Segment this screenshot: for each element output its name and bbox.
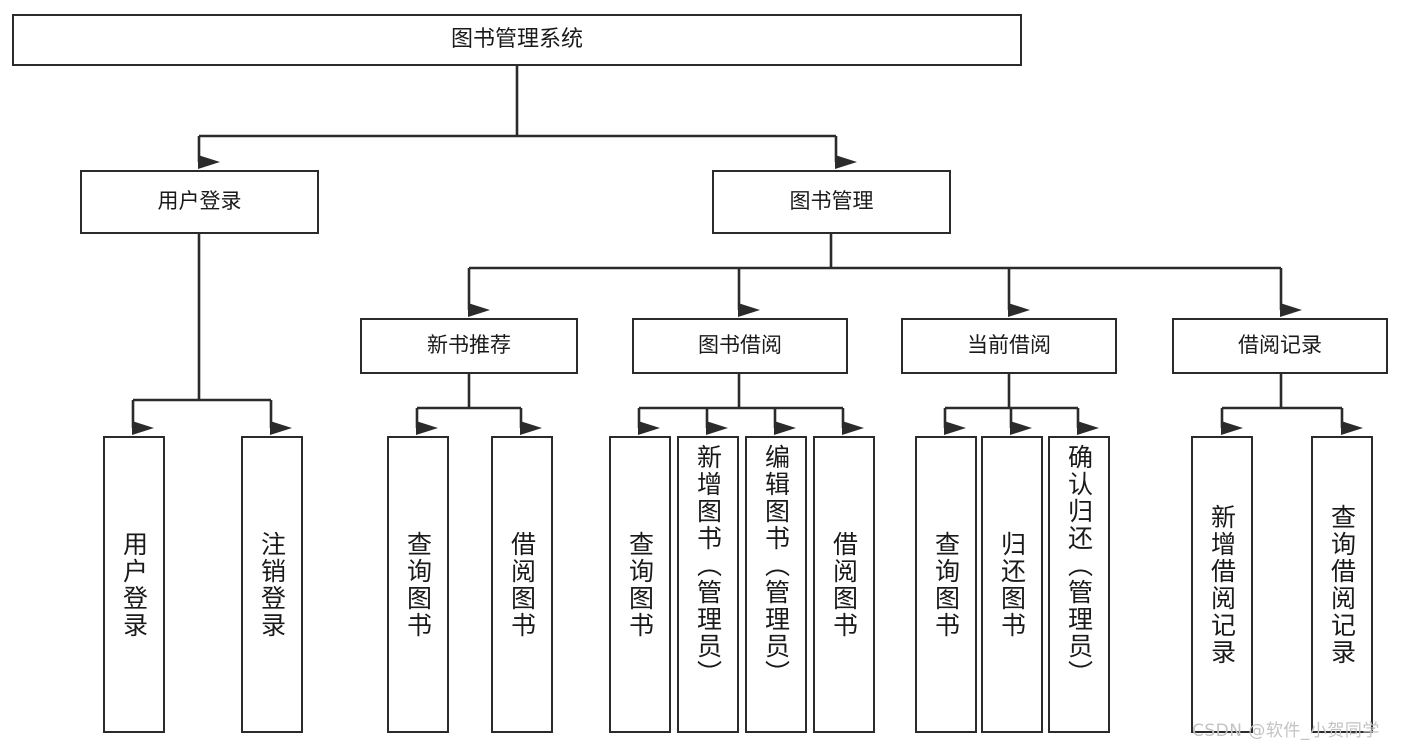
node-label: 新增图书（管理员） [693,444,723,687]
node-label: 查询图书 [625,530,655,639]
leaf-user-login-login[interactable]: 用户登录 [103,436,165,733]
node-label: 图书管理系统 [450,26,583,52]
node-label: 图书管理 [789,189,874,214]
leaf-current-borrow-query[interactable]: 查询图书 [915,436,977,733]
leaf-current-borrow-confirm-return[interactable]: 确认归还（管理员） [1048,436,1110,733]
leaf-current-borrow-return[interactable]: 归还图书 [981,436,1043,733]
leaf-book-borrow-borrow[interactable]: 借阅图书 [813,436,875,733]
leaf-borrow-record-add[interactable]: 新增借阅记录 [1191,436,1253,733]
node-label: 图书借阅 [698,333,782,358]
node-borrow-record[interactable]: 借阅记录 [1172,318,1388,374]
leaf-new-book-borrow[interactable]: 借阅图书 [491,436,553,733]
node-label: 当前借阅 [967,333,1051,358]
watermark: CSDN @软件_小贺同学 [1192,721,1380,741]
node-label: 新书推荐 [427,333,511,358]
node-label: 借阅图书 [507,530,537,639]
node-label: 借阅图书 [829,530,859,639]
leaf-borrow-record-query[interactable]: 查询借阅记录 [1311,436,1373,733]
node-current-borrow[interactable]: 当前借阅 [901,318,1117,374]
leaf-book-borrow-edit[interactable]: 编辑图书（管理员） [745,436,807,733]
node-label: 查询图书 [403,530,433,639]
node-label: 用户登录 [157,189,242,214]
leaf-user-login-logout[interactable]: 注销登录 [241,436,303,733]
node-label: 注销登录 [257,530,287,639]
node-label: 查询借阅记录 [1327,503,1357,666]
leaf-book-borrow-query[interactable]: 查询图书 [609,436,671,733]
node-user-login[interactable]: 用户登录 [80,170,319,234]
node-book-borrow[interactable]: 图书借阅 [632,318,848,374]
node-label: 编辑图书（管理员） [761,444,791,687]
node-label: 归还图书 [997,530,1027,639]
node-book-management[interactable]: 图书管理 [712,170,951,234]
node-book-management-system[interactable]: 图书管理系统 [12,14,1022,66]
leaf-new-book-query[interactable]: 查询图书 [387,436,449,733]
node-label: 新增借阅记录 [1207,503,1237,666]
node-label: 查询图书 [931,530,961,639]
node-label: 用户登录 [119,530,149,639]
node-label: 借阅记录 [1238,333,1322,358]
node-new-book-recommend[interactable]: 新书推荐 [360,318,578,374]
leaf-book-borrow-add[interactable]: 新增图书（管理员） [677,436,739,733]
node-label: 确认归还（管理员） [1064,444,1094,687]
